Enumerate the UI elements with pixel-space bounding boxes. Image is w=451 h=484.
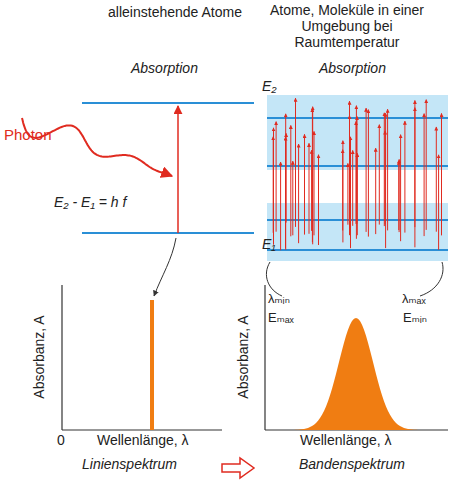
spectrum-name: Linienspektrum xyxy=(82,456,177,472)
transition-arrow xyxy=(177,106,179,233)
column-heading: alleinstehende Atome xyxy=(105,4,245,20)
formula: E₂ - E₁ = h f xyxy=(54,194,126,210)
band-spectrum-plot xyxy=(265,262,448,430)
axis-origin: 0 xyxy=(57,432,65,448)
line-spectrum-plot xyxy=(62,285,222,430)
axis-label: Wellenlänge, λ xyxy=(300,432,392,448)
axis-label: Wellenlänge, λ xyxy=(97,432,189,448)
range-label: Eₘᵢₙ xyxy=(403,311,427,326)
range-label: λₘₐₓ xyxy=(402,292,426,307)
section-title: Absorption xyxy=(131,60,198,76)
pointer-arrow xyxy=(154,238,176,296)
transition-arrow-outline xyxy=(222,458,254,478)
level-label: E₂ xyxy=(262,78,277,94)
section-title: Absorption xyxy=(319,60,386,76)
spectrum-name: Bandenspektrum xyxy=(299,456,405,472)
level-label: E₁ xyxy=(262,236,276,252)
transition-arrows xyxy=(273,98,441,250)
axis-label: Absorbanz, A xyxy=(31,315,47,398)
energy-bands xyxy=(267,95,448,261)
range-label: Eₘₐₓ xyxy=(268,311,294,326)
range-label: λₘᵢₙ xyxy=(268,292,290,307)
energy-levels xyxy=(82,103,254,233)
column-heading: Atome, Moleküle in einer Umgebung bei Ra… xyxy=(262,2,432,50)
axis-label: Absorbanz, A xyxy=(235,315,251,398)
photon-label: Photon xyxy=(4,126,52,143)
